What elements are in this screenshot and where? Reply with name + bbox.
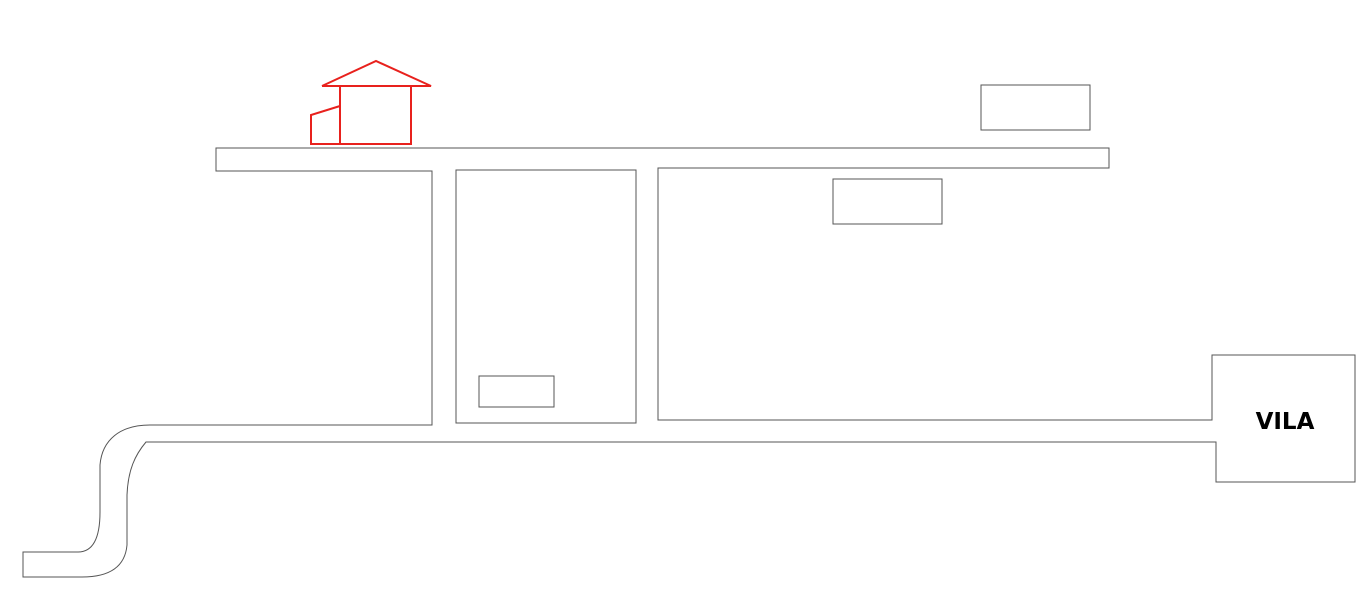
- main-road: [22, 147, 1356, 578]
- building-center: [832, 178, 943, 225]
- vila-label: VILA: [1256, 409, 1315, 435]
- building-middle-block: [478, 375, 555, 408]
- house-icon: [310, 59, 432, 145]
- building-top-right: [980, 84, 1091, 131]
- block-middle: [455, 169, 637, 424]
